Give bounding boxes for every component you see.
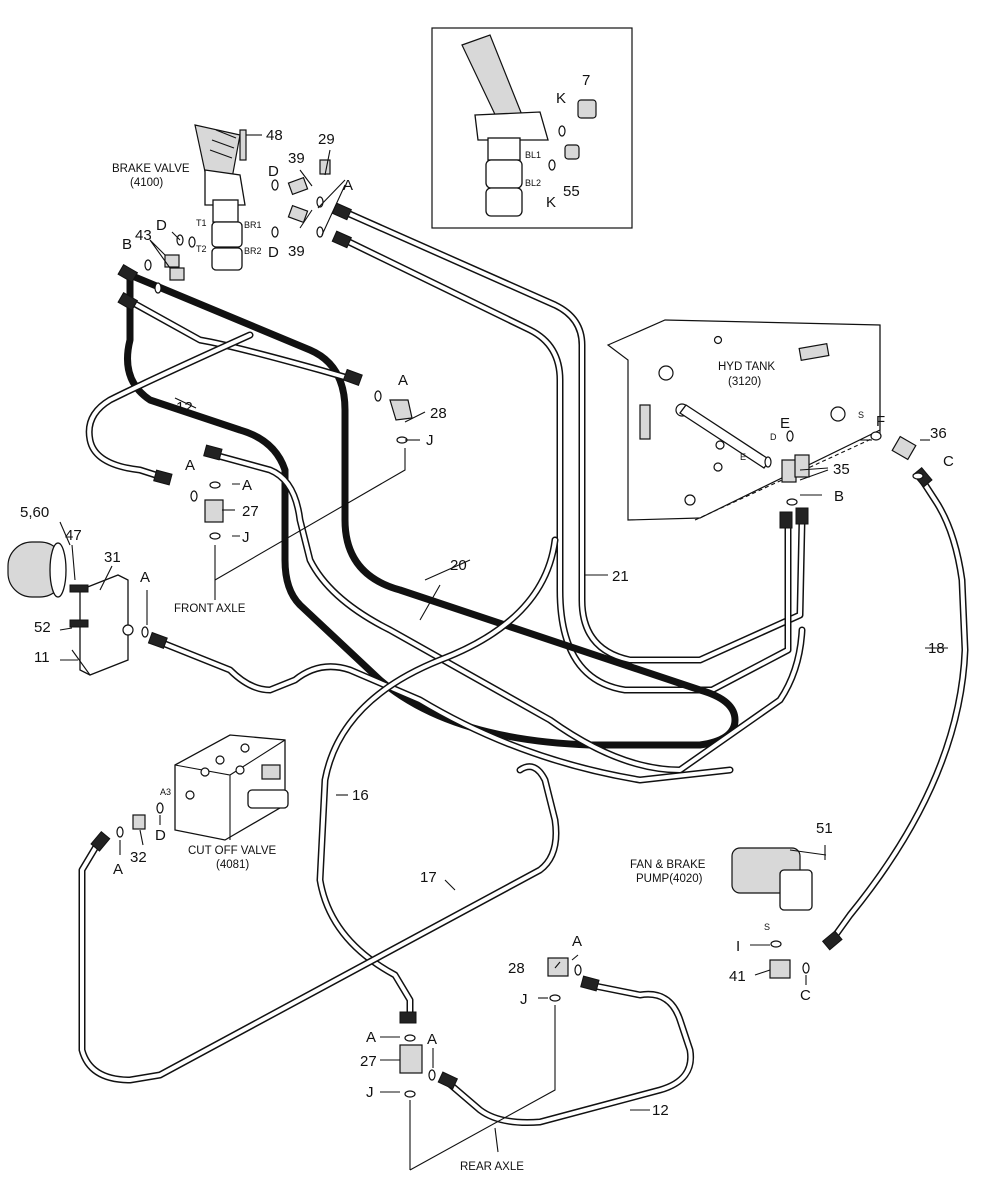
brake-valve-inset: BL1 BL2 7 K 55 K	[431, 27, 633, 229]
callout-43: 43	[135, 227, 152, 244]
callout-a-28: A	[398, 372, 408, 389]
callout-20: 20	[450, 557, 467, 574]
callout-47: 47	[65, 527, 82, 544]
callout-35: 35	[833, 461, 850, 478]
callout-a-top: A	[343, 177, 353, 194]
callout-a-front-2: A	[242, 477, 252, 494]
callout-d-3: D	[156, 217, 167, 234]
front-axle-label: FRONT AXLE	[174, 603, 246, 615]
callout-j-rear-top: J	[520, 991, 528, 1008]
hydraulic-tank: HYD TANK (3120) D E S	[606, 319, 881, 521]
hyd-tank-title: HYD TANK	[718, 361, 775, 373]
port-t2: T2	[196, 244, 207, 254]
callouts: 48 29 39 39 D D D A 43 B A 28 J 12 A A 2…	[113, 127, 954, 1173]
callout-b-tank: B	[834, 488, 844, 505]
callout-27-bottom: 27	[360, 1053, 377, 1070]
pump-title-line2: PUMP(4020)	[636, 873, 703, 885]
callout-39-top: 39	[288, 150, 305, 167]
port-s-tank: S	[858, 410, 864, 420]
brake-valve-title: BRAKE VALVE	[112, 163, 190, 175]
callout-12-top: 12	[176, 399, 193, 416]
fan-brake-pump: FAN & BRAKE PUMP(4020) S	[630, 847, 827, 932]
callout-a-cutoff: A	[113, 861, 123, 878]
leader-lines	[59, 134, 948, 1171]
accumulator-assembly: 5,60 47 31 52 11 A	[7, 504, 150, 676]
callout-52: 52	[34, 619, 51, 636]
hose-fittings	[90, 202, 933, 1090]
callout-a-front-1: A	[185, 457, 195, 474]
callout-b-valve: B	[122, 236, 132, 253]
callout-39-bottom: 39	[288, 243, 305, 260]
port-e-tank: E	[740, 452, 746, 462]
callout-18: 18	[928, 640, 945, 657]
callout-f: F	[876, 413, 885, 430]
callout-a-accum: A	[140, 569, 150, 586]
callout-k-top: K	[556, 90, 566, 107]
callout-c-top: C	[943, 453, 954, 470]
callout-k-bottom: K	[546, 194, 556, 211]
callout-j-front: J	[242, 529, 250, 546]
brake-valve: BRAKE VALVE (4100) T1 T2 BR1 BR2	[112, 124, 262, 271]
rear-axle-label: REAR AXLE	[460, 1161, 524, 1173]
callout-5-60: 5,60	[20, 504, 49, 521]
callout-17: 17	[420, 869, 437, 886]
callout-55: 55	[563, 183, 580, 200]
pipe-17	[78, 763, 560, 1084]
callout-i: I	[736, 938, 740, 955]
port-d-tank: D	[770, 432, 777, 442]
port-a3: A3	[160, 787, 171, 797]
pipe-network	[78, 208, 969, 1126]
callout-c-bottom: C	[800, 987, 811, 1004]
callout-e-tank: E	[780, 415, 790, 432]
pump-title-line1: FAN & BRAKE	[630, 859, 706, 871]
callout-29: 29	[318, 131, 335, 148]
pipe-18	[828, 476, 969, 944]
small-fittings	[132, 129, 917, 1074]
callout-28-bottom: 28	[508, 960, 525, 977]
callout-a-rear-2: A	[427, 1031, 437, 1048]
callout-16: 16	[352, 787, 369, 804]
callout-36: 36	[930, 425, 947, 442]
callout-28-top: 28	[430, 405, 447, 422]
cut-off-valve-code: (4081)	[216, 859, 249, 871]
callout-a-rear-top: A	[572, 933, 582, 950]
callout-j-rear-bottom: J	[366, 1084, 374, 1101]
callout-51: 51	[816, 820, 833, 837]
callout-32: 32	[130, 849, 147, 866]
port-br1: BR1	[244, 220, 262, 230]
port-bl1: BL1	[525, 150, 541, 160]
callout-d-1: D	[268, 163, 279, 180]
callout-d-2: D	[268, 244, 279, 261]
callout-48: 48	[266, 127, 283, 144]
port-t1: T1	[196, 218, 207, 228]
pipe-20-loop	[124, 271, 739, 749]
cut-off-valve-title: CUT OFF VALVE	[188, 845, 277, 857]
port-bl2: BL2	[525, 178, 541, 188]
callout-11: 11	[34, 649, 50, 666]
port-s-pump: S	[764, 922, 770, 932]
port-br2: BR2	[244, 246, 262, 256]
callout-27-top: 27	[242, 503, 259, 520]
callout-21: 21	[612, 568, 629, 585]
brake-valve-code: (4100)	[130, 177, 163, 189]
callout-12-bottom: 12	[652, 1102, 669, 1119]
cut-off-valve: CUT OFF VALVE (4081) A3	[160, 734, 289, 871]
callout-a-rear-1: A	[366, 1029, 376, 1046]
callout-31: 31	[104, 549, 121, 566]
callout-j-top: J	[426, 432, 434, 449]
callout-41: 41	[729, 968, 746, 985]
o-rings	[116, 179, 924, 1098]
hyd-tank-code: (3120)	[728, 376, 761, 388]
callout-7: 7	[582, 72, 590, 89]
callout-d-cutoff: D	[155, 827, 166, 844]
